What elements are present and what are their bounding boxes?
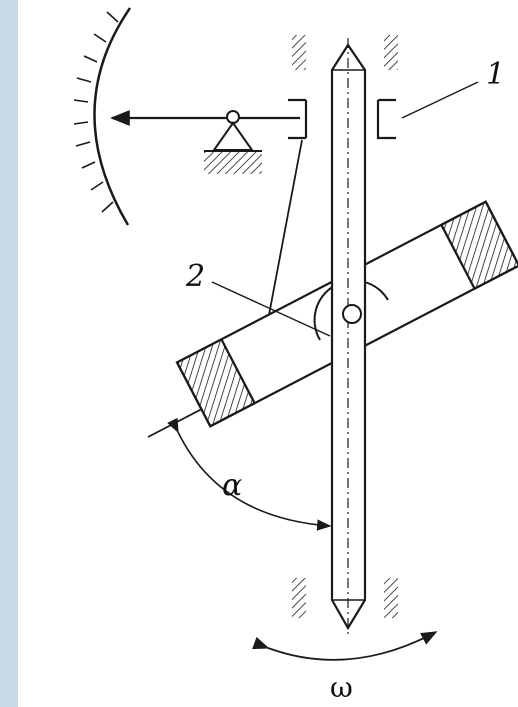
dial-scale: [73, 7, 132, 226]
rotating-shaft: [330, 38, 367, 635]
upper-guides: [292, 35, 398, 70]
label-part-1: 1: [486, 57, 505, 92]
label-angle-alpha: α: [222, 468, 242, 503]
omega-arrow: [252, 631, 438, 661]
label-omega: ω: [330, 671, 353, 704]
leader-line-1: [401, 81, 479, 119]
lower-guides: [292, 578, 398, 618]
label-part-2: 2: [185, 259, 205, 294]
pivot-pin: [342, 304, 362, 324]
collar: [288, 98, 396, 140]
fulcrum-support: [204, 110, 262, 174]
angle-arc: [167, 417, 332, 531]
leader-line-2: [211, 281, 331, 337]
dial-ticks: [73, 11, 119, 213]
